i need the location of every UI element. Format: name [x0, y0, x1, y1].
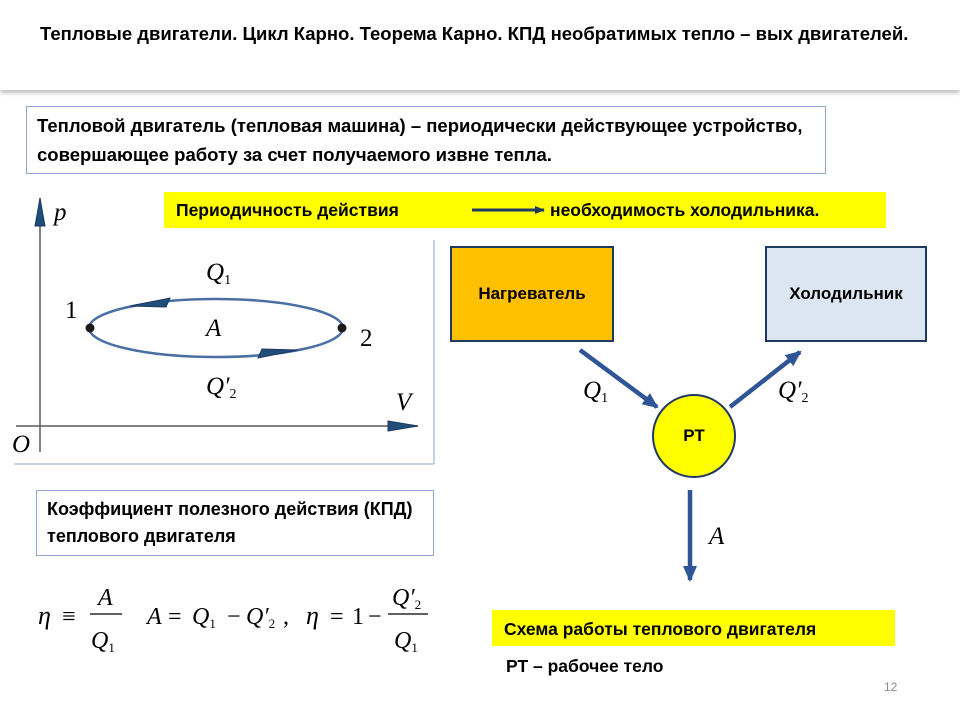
- fraction-1-numerator: A: [96, 585, 113, 611]
- scheme-work-label: A: [707, 523, 725, 550]
- cycle-direction-bottom-icon: [257, 348, 299, 359]
- v-axis-arrow-icon: [387, 420, 419, 432]
- work-formula-q1: Q1: [192, 604, 216, 631]
- efficiency-box: Коэффициент полезного действия (КПД) теп…: [36, 490, 434, 556]
- p-axis-label: p: [52, 199, 67, 226]
- pv-q1-label: Q1: [206, 259, 231, 288]
- scheme-q1-label: Q1: [583, 377, 608, 406]
- definition-box: Тепловой двигатель (тепловая машина) – п…: [26, 106, 826, 174]
- heater-box: Нагреватель: [450, 246, 614, 342]
- engine-scheme: Q1 Q′2 A: [578, 348, 809, 582]
- fraction-1-denominator: Q1: [91, 628, 115, 655]
- fraction-2-numerator: Q′2: [392, 585, 421, 612]
- cooler-box: Холодильник: [765, 246, 927, 342]
- comma: ,: [283, 604, 289, 630]
- heat-out-arrow-icon: [728, 350, 802, 409]
- cycle-direction-top-icon: [129, 297, 171, 308]
- periodicity-banner: Периодичность действия необходимость хол…: [164, 192, 886, 228]
- point-1-label: 1: [65, 297, 78, 324]
- origin-label: O: [12, 431, 30, 458]
- page-number: 12: [884, 680, 898, 694]
- periodicity-left-text: Периодичность действия: [176, 200, 399, 220]
- cycle-work-label: A: [204, 315, 222, 342]
- equiv-symbol: ≡: [62, 604, 76, 630]
- efficiency-formula: η ≡ A Q1 A = Q1 − Q′2 , η = 1 − Q′2 Q1: [38, 585, 428, 655]
- eta-symbol-2: η: [306, 601, 319, 630]
- one: 1: [352, 604, 364, 630]
- eta-symbol-1: η: [38, 601, 51, 630]
- work-formula-lhs: A: [145, 604, 162, 630]
- equals-sign-1: =: [168, 604, 182, 630]
- equals-sign-2: =: [330, 604, 344, 630]
- periodicity-right-text: необходимость холодильника.: [550, 200, 820, 220]
- pv-diagram: p V O 1 2 A Q1 Q′2: [12, 197, 435, 465]
- v-axis-label: V: [396, 389, 414, 416]
- title-bar: [0, 0, 960, 90]
- point-2-label: 2: [360, 325, 373, 352]
- work-formula-q2: Q′2: [246, 604, 275, 631]
- fraction-2-denominator: Q1: [394, 628, 418, 655]
- pv-q2-label: Q′2: [206, 373, 237, 402]
- working-body-note: РТ – рабочее тело: [506, 656, 664, 676]
- minus-sign-2: −: [368, 604, 382, 630]
- point-2-dot: [337, 323, 347, 333]
- heat-in-arrow-icon: [578, 348, 659, 409]
- slide-title: Тепловые двигатели. Цикл Карно. Теорема …: [40, 23, 909, 44]
- scheme-q2-label: Q′2: [778, 377, 809, 406]
- scheme-caption: Схема работы теплового двигателя: [492, 610, 895, 646]
- minus-sign-1: −: [227, 604, 241, 630]
- point-1-dot: [85, 323, 95, 333]
- working-body-circle: РТ: [652, 394, 736, 478]
- p-axis-arrow-icon: [34, 197, 46, 227]
